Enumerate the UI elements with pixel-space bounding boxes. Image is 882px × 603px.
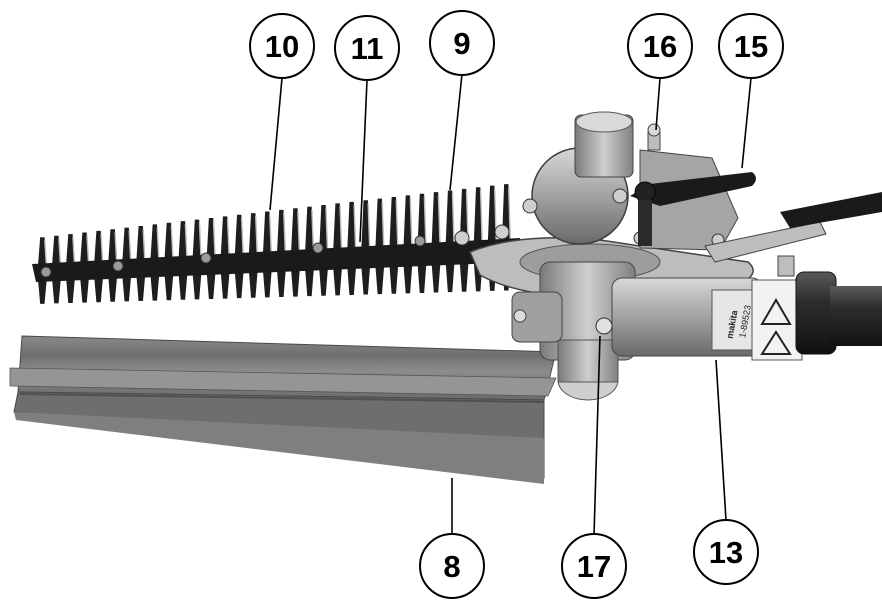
tooth-edge: [325, 208, 329, 249]
callout-label: 16: [643, 29, 677, 64]
callout-16: 16: [627, 13, 693, 79]
callout-10: 10: [249, 13, 315, 79]
blade-tooth: [80, 278, 89, 303]
tooth-edge: [226, 219, 230, 254]
tooth-edge: [44, 240, 47, 264]
callouts: 10 11 9 16 15 8 17 13: [249, 10, 784, 599]
blade-tooth: [66, 278, 75, 304]
callout-label: 11: [351, 31, 384, 66]
callout-label: 8: [443, 549, 460, 584]
tooth-edge: [381, 201, 385, 246]
callout-label: 17: [577, 549, 611, 584]
leader-lines: [269, 73, 752, 536]
tooth-edge: [58, 238, 62, 263]
blade-tooth: [305, 268, 314, 297]
blade-bolts: [40, 235, 426, 278]
tooth-edge: [100, 233, 104, 261]
tooth-edge: [339, 206, 343, 248]
blade-tooth: [417, 264, 427, 293]
lower-blade-teeth: [38, 260, 511, 304]
tooth-edge: [128, 230, 132, 260]
blade-tooth: [459, 262, 469, 292]
tooth-edge: [269, 214, 272, 252]
callout-label: 13: [709, 535, 743, 570]
blade-tooth: [108, 276, 118, 302]
blade-cover: [9, 335, 557, 484]
blade-bar: [32, 238, 522, 282]
callout-13: 13: [693, 519, 759, 585]
blade-tooth: [178, 273, 188, 300]
tooth-edge: [409, 198, 413, 245]
blade-tooth: [333, 267, 342, 296]
callout-9: 9: [429, 10, 495, 76]
blade-tooth: [38, 279, 47, 304]
blade-tooth: [206, 272, 216, 299]
callout-label: 9: [453, 26, 470, 61]
tooth-edge: [142, 228, 146, 259]
blade-tooth: [403, 264, 413, 294]
callout-label: 10: [265, 29, 299, 64]
tooth-edge: [198, 222, 202, 256]
tooth-edge: [423, 196, 427, 244]
blade-bolt: [112, 260, 124, 272]
tooth-edge: [72, 237, 76, 263]
tooth-edge: [451, 193, 455, 242]
tooth-edge: [212, 220, 216, 255]
callout-15: 15: [718, 13, 784, 79]
blade-tooth: [277, 269, 286, 297]
callout-8: 8: [419, 533, 485, 599]
tooth-edge: [86, 235, 90, 262]
blade-tooth: [94, 277, 103, 303]
blade-tooth: [164, 274, 174, 301]
tooth-edge: [283, 212, 286, 251]
blade-tooth: [347, 267, 357, 295]
blade-bolt: [40, 266, 52, 278]
callout-17: 17: [561, 533, 627, 599]
blade-tooth: [375, 265, 385, 295]
tooth-edge: [353, 204, 357, 248]
blade-tooth: [248, 271, 258, 298]
cutter-blade: [32, 184, 522, 304]
tooth-edge: [170, 225, 174, 257]
blade-tooth: [122, 276, 132, 302]
blade-tooth: [319, 268, 328, 296]
blade-bolt: [414, 235, 426, 247]
tooth-edge: [479, 190, 483, 241]
blade-tooth: [136, 275, 146, 302]
blade-tooth: [361, 266, 371, 295]
blade-tooth: [262, 270, 272, 298]
blade-bolt: [200, 252, 212, 264]
tooth-edge: [508, 187, 511, 239]
blade-tooth: [150, 275, 160, 301]
tooth-edge: [311, 209, 315, 250]
blade-tooth: [291, 269, 300, 297]
tooth-edge: [395, 199, 399, 245]
blade-tooth: [234, 271, 244, 299]
blade-tooth: [389, 265, 399, 294]
blade-tooth: [431, 263, 441, 293]
tooth-edge: [114, 232, 118, 260]
tooth-edge: [254, 216, 258, 253]
callout-label: 15: [734, 29, 768, 64]
tooth-edge: [465, 191, 469, 242]
tooth-edge: [240, 217, 244, 254]
blade-tooth: [445, 263, 455, 293]
blade-tooth: [52, 279, 61, 304]
tooth-edge: [184, 224, 188, 257]
upper-blade-teeth: [38, 184, 511, 266]
tooth-edge: [297, 211, 301, 251]
blade-tooth: [220, 272, 230, 299]
gear-housing: makita 1-89523: [454, 111, 882, 401]
tooth-edge: [437, 195, 441, 243]
blade-tooth: [192, 273, 202, 300]
tooth-edge: [156, 227, 160, 258]
callout-11: 11: [334, 15, 400, 81]
tooth-edge: [367, 203, 371, 247]
blade-bolt: [312, 242, 324, 254]
